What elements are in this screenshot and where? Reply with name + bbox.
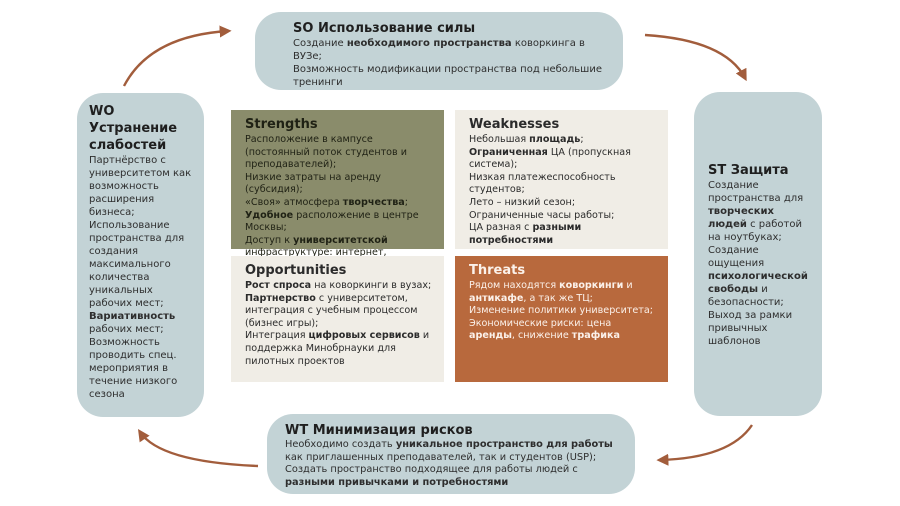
bold-text: Рост спроса: [245, 280, 312, 291]
text-line: Небольшая площадь;: [469, 134, 584, 145]
bold-text: цифровых сервисов: [308, 330, 420, 342]
text-line: Расположение в кампусе (постоянный поток…: [245, 134, 407, 171]
wo-box: WO Устранение слабостей Партнёрство с ун…: [77, 93, 204, 417]
text-line: Рост спроса на коворкинги в вузах;: [245, 280, 432, 291]
st-title: ST Защита: [708, 163, 789, 178]
bold-text: творчества: [342, 196, 405, 208]
so-text: Создание необходимого пространства ковор…: [293, 37, 609, 89]
wt-title: WT Минимизация рисков: [285, 423, 473, 438]
text-line: Партнерство с университетом, интеграция …: [245, 292, 418, 329]
text-line: Ограниченная ЦА (пропускная система);: [469, 146, 631, 171]
text-line: Использование пространства для создания …: [89, 220, 185, 309]
text-line: Создание пространства для творческих люд…: [708, 180, 804, 243]
bold-text: трафика: [571, 330, 620, 342]
opportunities-title: Opportunities: [245, 263, 347, 278]
wo-title: WO Устранение слабостей: [89, 104, 178, 153]
weaknesses-title: Weaknesses: [469, 117, 560, 132]
strengths-title: Strengths: [245, 117, 318, 132]
bold-text: психологической свободы: [708, 271, 808, 295]
text-line: Партнёрство с университетом как возможно…: [89, 155, 192, 218]
text-line: Создание ощущения психологической свобод…: [708, 245, 808, 347]
text-line: Необходимо создать уникальное пространст…: [285, 439, 613, 488]
strengths-quadrant: Strengths Расположение в кампусе (постоя…: [231, 110, 444, 271]
weaknesses-text: Небольшая площадь;Ограниченная ЦА (пропу…: [469, 134, 656, 247]
so-box: SO Использование силы Создание необходим…: [255, 12, 623, 90]
text-line: Создание необходимого пространства ковор…: [293, 38, 585, 62]
st-text: Создание пространства для творческих люд…: [708, 179, 816, 348]
text-line: Интеграция цифровых сервисов и поддержка…: [245, 330, 430, 367]
bold-text: творческих людей: [708, 206, 774, 230]
bold-text: Вариативность: [89, 311, 176, 322]
arrow-so-to-st: [644, 33, 747, 82]
text-line: Рядом находятся коворкинги и антикафе, а…: [469, 280, 633, 304]
text-line: Возможность проводить спец. мероприятия …: [89, 337, 178, 400]
so-title: SO Использование силы: [293, 21, 476, 36]
text-line: Вариативность рабочих мест;: [89, 311, 176, 335]
bold-text: университетской: [293, 234, 388, 246]
bold-text: аренды: [469, 330, 512, 342]
threats-title: Threats: [469, 263, 526, 278]
opportunities-quadrant: Opportunities Рост спроса на коворкинги …: [231, 256, 444, 382]
text-line: Низкие затраты на аренду (субсидия);: [245, 171, 381, 196]
arrow-wt-to-wo: [137, 429, 259, 468]
weaknesses-quadrant: Weaknesses Небольшая площадь;Ограниченна…: [455, 110, 668, 249]
bold-text: площадь: [529, 134, 581, 145]
bold-text: Удобное: [245, 209, 294, 221]
bold-text: уникальное пространство для работы: [395, 439, 613, 450]
bold-text: коворкинги: [559, 280, 624, 291]
text-line: Экономические риски: цена аренды, снижен…: [469, 317, 620, 342]
arrow-wo-to-so: [122, 25, 232, 87]
bold-text: Ограниченная: [469, 146, 548, 158]
opportunities-text: Рост спроса на коворкинги в вузах;Партне…: [245, 280, 432, 368]
threats-text: Рядом находятся коворкинги и антикафе, а…: [469, 280, 656, 343]
bold-text: Партнерство: [245, 292, 316, 304]
arrow-st-to-wt: [656, 424, 753, 466]
bold-text: необходимого пространства: [346, 38, 512, 49]
wt-box: WT Минимизация рисков Необходимо создать…: [267, 414, 635, 494]
text-line: Ограниченные часы работы;: [469, 209, 615, 221]
text-line: Низкая платежеспособность студентов;: [469, 171, 616, 196]
wt-text: Необходимо создать уникальное пространст…: [285, 439, 625, 489]
bold-text: антикафе: [469, 292, 524, 304]
bold-text: разными привычками и потребностями: [285, 476, 509, 488]
wo-text: Партнёрство с университетом как возможно…: [89, 154, 198, 401]
st-box: ST Защита Создание пространства для твор…: [694, 92, 822, 416]
text-line: Лето – низкий сезон;: [469, 196, 576, 208]
text-line: «Своя» атмосфера творчества;: [245, 196, 408, 208]
strengths-text: Расположение в кампусе (постоянный поток…: [245, 134, 432, 273]
text-line: ЦА разная с разными потребностями: [469, 222, 582, 246]
threats-quadrant: Threats Рядом находятся коворкинги и ант…: [455, 256, 668, 382]
bold-text: разными потребностями: [469, 222, 582, 246]
text-line: Удобное расположение в центре Москвы;: [245, 209, 419, 234]
text-line: Изменение политики университета;: [469, 305, 653, 317]
text-line: Возможность модификации пространства под…: [293, 64, 602, 88]
